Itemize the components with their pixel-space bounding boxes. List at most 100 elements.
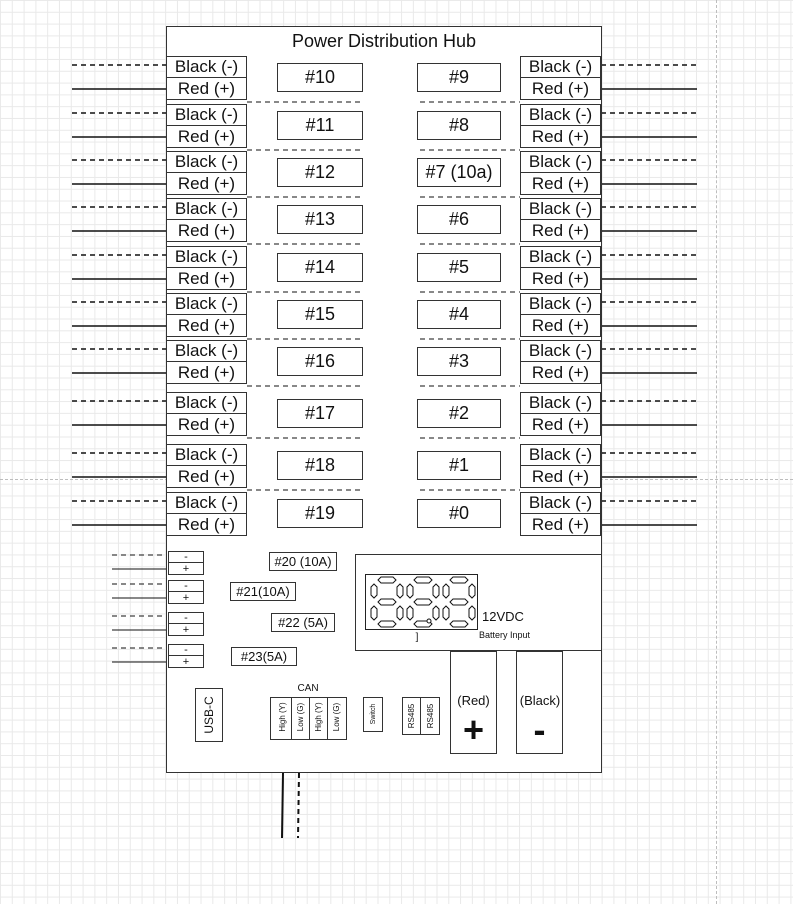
wire-block-right xyxy=(520,246,601,290)
small-terminal-pos: + xyxy=(182,624,190,636)
rs485-connector[interactable] xyxy=(402,697,440,735)
wire-block-right xyxy=(520,293,601,337)
usb-c-label: USB-C xyxy=(202,696,216,734)
wire-block-left xyxy=(166,198,247,242)
plus-icon: + xyxy=(462,709,485,750)
wire-block-left xyxy=(166,392,247,436)
wire-label-red: Red (+) xyxy=(177,415,236,434)
wire-label-red: Red (+) xyxy=(531,467,590,486)
small-output-port[interactable]: #23(5A) xyxy=(231,647,297,666)
switch-connector[interactable] xyxy=(363,697,383,732)
display-segment xyxy=(468,605,476,621)
port-box-left[interactable]: #17 xyxy=(277,399,363,428)
wire-block-left xyxy=(166,293,247,337)
wire-label-black: Black (-) xyxy=(166,340,247,362)
can-pin-divider xyxy=(309,697,310,740)
wire-label-black: Black (-) xyxy=(166,492,247,514)
minus-icon: - xyxy=(533,709,546,750)
decimal-point xyxy=(426,618,432,624)
port-box-right[interactable]: #1 xyxy=(417,451,501,480)
display-segment xyxy=(377,576,397,584)
can-pin-label: Low (G) xyxy=(295,702,305,732)
display-segment xyxy=(413,598,433,606)
small-terminal-neg: - xyxy=(168,644,204,656)
wire-block-left xyxy=(166,56,247,100)
wire-label-black: Black (-) xyxy=(520,293,601,315)
wire-label-black: Black (-) xyxy=(166,444,247,466)
wire-label-red: Red (+) xyxy=(531,515,590,534)
wire-label-red: Red (+) xyxy=(531,79,590,98)
rs485-pin-label: RS485 xyxy=(406,703,416,729)
port-box-right[interactable]: #2 xyxy=(417,399,501,428)
display-segment xyxy=(413,576,433,584)
battery-positive-label: (Red) xyxy=(457,692,490,708)
display-segment xyxy=(406,583,414,599)
can-title: CAN xyxy=(297,682,319,694)
wire-label-black: Black (-) xyxy=(520,104,601,126)
small-output-port[interactable]: #22 (5A) xyxy=(271,613,335,632)
wire-block-right xyxy=(520,340,601,384)
small-output-port[interactable]: #20 (10A) xyxy=(269,552,337,571)
usb-c-port[interactable] xyxy=(195,688,223,742)
seven-segment-digits xyxy=(370,576,476,628)
port-box-right[interactable]: #3 xyxy=(417,347,501,376)
port-box-left[interactable]: #12 xyxy=(277,158,363,187)
port-box-right[interactable]: #4 xyxy=(417,300,501,329)
battery-positive-terminal[interactable] xyxy=(450,651,497,754)
wire-label-red: Red (+) xyxy=(177,515,236,534)
small-terminal-block xyxy=(168,580,204,604)
port-box-left[interactable]: #11 xyxy=(277,111,363,140)
cable-dashed xyxy=(297,772,300,839)
rs485-pin-label: RS485 xyxy=(425,703,435,729)
port-box-right[interactable]: #6 xyxy=(417,205,501,234)
wire-block-left xyxy=(166,151,247,195)
display-segment xyxy=(396,583,404,599)
wire-label-black: Black (-) xyxy=(520,56,601,78)
wire-block-right xyxy=(520,444,601,488)
small-terminal-pos: + xyxy=(182,656,190,668)
wire-label-red: Red (+) xyxy=(531,316,590,335)
wire-block-left xyxy=(166,104,247,148)
wire-block-left xyxy=(166,492,247,536)
wire-label-red: Red (+) xyxy=(531,415,590,434)
port-box-left[interactable]: #10 xyxy=(277,63,363,92)
wire-label-black: Black (-) xyxy=(520,392,601,414)
port-box-left[interactable]: #14 xyxy=(277,253,363,282)
wire-label-black: Black (-) xyxy=(166,293,247,315)
battery-negative-terminal[interactable] xyxy=(516,651,563,754)
display-segment xyxy=(370,605,378,621)
voltage-label: 12VDC xyxy=(482,608,524,624)
wire-label-red: Red (+) xyxy=(177,174,236,193)
port-box-right[interactable]: #9 xyxy=(417,63,501,92)
display-bracket: ] xyxy=(415,631,419,643)
port-box-right[interactable]: #7 (10a) xyxy=(417,158,501,187)
wire-block-right xyxy=(520,392,601,436)
wire-block-right xyxy=(520,151,601,195)
display-segment xyxy=(432,583,440,599)
display-segment xyxy=(449,598,469,606)
port-box-right[interactable]: #5 xyxy=(417,253,501,282)
display-segment xyxy=(377,598,397,606)
wire-label-black: Black (-) xyxy=(520,151,601,173)
wire-label-black: Black (-) xyxy=(166,246,247,268)
port-box-right[interactable]: #0 xyxy=(417,499,501,528)
can-connector[interactable] xyxy=(270,697,347,740)
small-output-port[interactable]: #21(10A) xyxy=(230,582,296,601)
display-segment xyxy=(449,620,469,628)
wire-block-right xyxy=(520,198,601,242)
hub-title: Power Distribution Hub xyxy=(291,30,477,51)
port-box-left[interactable]: #13 xyxy=(277,205,363,234)
port-box-left[interactable]: #15 xyxy=(277,300,363,329)
wire-label-black: Black (-) xyxy=(520,492,601,514)
port-box-left[interactable]: #18 xyxy=(277,451,363,480)
display-segment xyxy=(468,583,476,599)
port-box-right[interactable]: #8 xyxy=(417,111,501,140)
small-terminal-block xyxy=(168,644,204,668)
wire-label-red: Red (+) xyxy=(177,221,236,240)
seven-segment-display xyxy=(365,574,478,630)
port-box-left[interactable]: #19 xyxy=(277,499,363,528)
port-box-left[interactable]: #16 xyxy=(277,347,363,376)
